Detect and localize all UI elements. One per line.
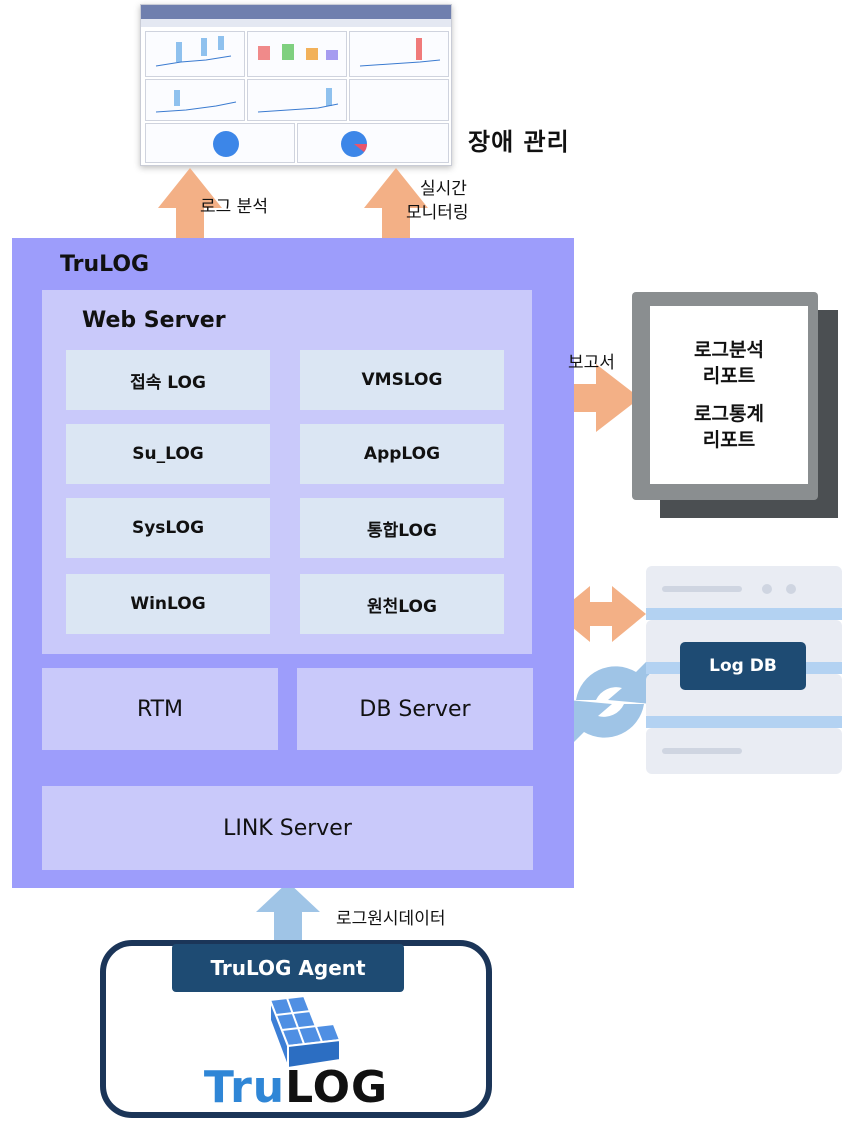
trulog-cube-logo-icon <box>268 992 342 1070</box>
rtm-block: RTM <box>42 668 278 750</box>
log-analysis-label: 로그 분석 <box>200 197 268 217</box>
dashboard-screenshot <box>140 4 452 166</box>
report-line2: 리포트 <box>702 365 756 387</box>
log-type-su-log: Su_LOG <box>66 424 270 484</box>
log-type-syslog: SysLOG <box>66 498 270 558</box>
raw-log-data-label: 로그원시데이터 <box>336 909 446 929</box>
dashboard-panel <box>145 79 245 121</box>
trulog-wordmark-tru: Tru <box>203 1062 286 1113</box>
report-document-page: 로그분석 리포트 로그통계 리포트 <box>650 306 808 484</box>
dashboard-panel <box>297 123 449 163</box>
report-line4: 리포트 <box>702 429 756 451</box>
report-line1: 로그분석 <box>694 339 764 361</box>
realtime-label-line1: 실시간 <box>420 179 467 199</box>
report-line3: 로그통계 <box>694 403 764 425</box>
trulog-title: TruLOG <box>60 252 150 277</box>
log-analysis-arrow <box>158 168 222 245</box>
dashboard-panel <box>349 79 449 121</box>
agent-up-arrow <box>256 882 320 944</box>
log-type-vmslog: VMSLOG <box>300 350 504 410</box>
web-server-title: Web Server <box>82 308 226 333</box>
trulog-agent-tab: TruLOG Agent <box>172 944 404 992</box>
log-type-source-log: 원천LOG <box>300 574 504 634</box>
dashboard-toolbar <box>141 19 451 27</box>
log-type-integrated-log: 통합LOG <box>300 498 504 558</box>
dashboard-panel <box>349 31 449 77</box>
report-arrow-label: 보고서 <box>568 353 615 373</box>
log-type-winlog: WinLOG <box>66 574 270 634</box>
dashboard-panel <box>145 31 245 77</box>
dashboard-panel <box>247 31 347 77</box>
trulog-wordmark: TruLOG <box>100 1062 492 1113</box>
db-server-block: DB Server <box>297 668 533 750</box>
sync-icon <box>568 660 652 744</box>
log-db-label: Log DB <box>680 642 806 690</box>
realtime-monitoring-arrow <box>364 168 428 245</box>
fault-management-title: 장애 관리 <box>468 128 570 156</box>
log-type-access-log: 접속 LOG <box>66 350 270 410</box>
dashboard-title-bar <box>141 5 451 19</box>
realtime-label-line2: 모니터링 <box>406 203 469 223</box>
report-arrow <box>560 364 640 432</box>
db-bidirectional-arrow <box>556 586 646 642</box>
dashboard-panel <box>247 79 347 121</box>
dashboard-panel <box>145 123 295 163</box>
trulog-wordmark-log: LOG <box>285 1062 389 1113</box>
log-type-applog: AppLOG <box>300 424 504 484</box>
link-server-block: LINK Server <box>42 786 533 870</box>
